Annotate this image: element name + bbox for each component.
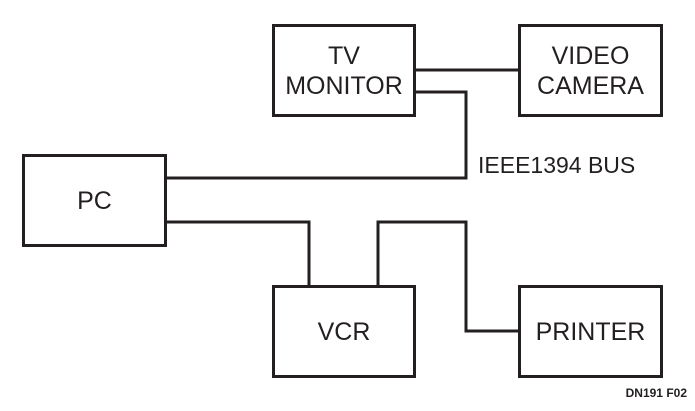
pc-label: PC bbox=[77, 186, 112, 215]
tv-monitor-label-line-2: MONITOR bbox=[285, 71, 403, 100]
printer-block: PRINTER bbox=[518, 285, 663, 378]
video-camera-label-line-2: CAMERA bbox=[537, 71, 644, 100]
wire-pc-vcr bbox=[167, 220, 311, 285]
printer-label: PRINTER bbox=[535, 317, 646, 346]
tv-monitor-block: TV MONITOR bbox=[272, 24, 416, 117]
wire-tv-pc bbox=[167, 90, 468, 180]
pc-block: PC bbox=[22, 154, 167, 247]
figure-code: DN191 F02 bbox=[625, 386, 687, 400]
vcr-block: VCR bbox=[272, 285, 416, 378]
wire-vcr-printer bbox=[376, 220, 518, 333]
tv-monitor-label-line-1: TV bbox=[328, 41, 360, 70]
vcr-label: VCR bbox=[317, 317, 371, 346]
video-camera-block: VIDEO CAMERA bbox=[518, 24, 663, 117]
video-camera-label-line-1: VIDEO bbox=[551, 41, 630, 70]
bus-label: IEEE1394 BUS bbox=[478, 152, 636, 178]
